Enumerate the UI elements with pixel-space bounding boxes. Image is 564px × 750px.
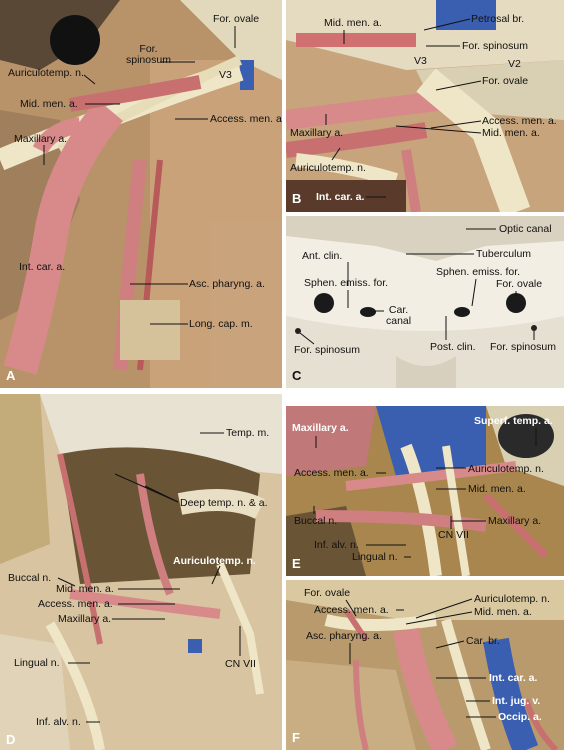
label-asc-pharyng: Asc. pharyng. a. <box>189 278 265 290</box>
panel-letter-c: C <box>292 368 302 383</box>
panel-letter-a: A <box>6 368 16 383</box>
label-car-br: Car. br. <box>466 635 500 647</box>
label-v2: V2 <box>508 58 521 70</box>
label-int-car: Int. car. a. <box>316 191 365 203</box>
panel-c: Optic canal Ant. clin. Tuberculum Sphen.… <box>286 216 564 388</box>
label-tuberculum: Tuberculum <box>476 248 532 260</box>
label-auriculotemp: Auriculotemp. n. <box>290 162 366 174</box>
label-cn-vii: CN VII <box>225 658 256 670</box>
panel-letter-d: D <box>6 732 16 747</box>
panel-b: Mid. men. a. Petrosal br. For. spinosum … <box>286 0 564 212</box>
label-lingual: Lingual n. <box>14 657 60 669</box>
panel-d: Temp. m. Deep temp. n. & a. Auriculotemp… <box>0 394 282 750</box>
label-asc-pharyng: Asc. pharyng. a. <box>306 630 382 642</box>
label-deep-temp: Deep temp. n. & a. <box>180 497 268 509</box>
label-for-spinosum: For. spinosum <box>462 40 528 52</box>
label-auriculotemp: Auriculotemp. n. <box>8 67 84 79</box>
label-mid-men: Mid. men. a. <box>56 583 114 595</box>
label-mid-men-bottom: Mid. men. a. <box>482 127 540 139</box>
label-for-ovale: For. ovale <box>213 13 260 25</box>
label-occip: Occip. a. <box>498 711 542 723</box>
label-access-men: Access. men. a. <box>210 113 282 125</box>
label-lingual: Lingual n. <box>352 551 398 563</box>
label-auriculotemp: Auriculotemp. n. <box>468 463 544 475</box>
label-mid-men: Mid. men. a. <box>474 606 532 618</box>
label-int-car: Int. car. a. <box>19 261 66 273</box>
label-access-men: Access. men. a. <box>482 115 557 127</box>
label-access-men: Access. men. a. <box>314 604 389 616</box>
panel-letter-e: E <box>292 556 301 571</box>
panel-a-photo <box>0 0 282 388</box>
label-mid-men: Mid. men. a. <box>20 98 78 110</box>
panel-f-photo <box>286 580 564 750</box>
label-optic-canal: Optic canal <box>499 223 552 235</box>
label-for-ovale: For. ovale <box>496 278 543 290</box>
label-v3: V3 <box>219 69 232 81</box>
panel-c-photo <box>286 216 564 388</box>
label-maxillary: Maxillary a. <box>14 133 68 145</box>
panel-b-photo <box>286 0 564 212</box>
panel-e-photo <box>286 406 564 576</box>
panel-e: Maxillary a. Superf. temp. a. Access. me… <box>286 406 564 576</box>
label-petrosal-br: Petrosal br. <box>471 13 525 25</box>
label-for-spinosum-left: For. spinosum <box>294 344 360 356</box>
label-maxillary: Maxillary a. <box>290 127 344 139</box>
label-buccal: Buccal n. <box>294 515 338 527</box>
label-sphen-emiss-left: Sphen. emiss. for. <box>304 277 389 289</box>
label-access-men: Access. men. a. <box>294 467 369 479</box>
label-for-ovale: For. ovale <box>304 587 351 599</box>
panel-letter-f: F <box>292 730 300 745</box>
label-buccal: Buccal n. <box>8 572 52 584</box>
label-cn-vii: CN VII <box>438 529 469 541</box>
label-ant-clin: Ant. clin. <box>302 250 343 262</box>
panel-a: For. ovale For. spinosum Auriculotemp. n… <box>0 0 282 388</box>
label-maxillary: Maxillary a. <box>488 515 542 527</box>
label-access-men: Access. men. a. <box>38 598 113 610</box>
label-mid-men: Mid. men. a. <box>468 483 526 495</box>
label-int-car: Int. car. a. <box>489 672 538 684</box>
label-for-spinosum-right: For. spinosum <box>490 341 556 353</box>
panel-letter-b: B <box>292 191 302 206</box>
label-superf-temp: Superf. temp. a. <box>474 415 553 427</box>
label-for-spinosum: For. spinosum <box>126 43 171 66</box>
label-auriculotemp: Auriculotemp. n. <box>474 593 550 605</box>
label-temp-m: Temp. m. <box>226 427 270 439</box>
label-maxillary-top: Maxillary a. <box>292 422 349 434</box>
label-int-jug: Int. jug. v. <box>492 695 541 707</box>
label-v3: V3 <box>414 55 427 67</box>
label-auriculotemp: Auriculotemp. n. <box>173 555 256 567</box>
label-car-canal: Car. canal <box>386 304 412 327</box>
label-inf-alv: Inf. alv. n. <box>36 716 81 728</box>
label-maxillary: Maxillary a. <box>58 613 112 625</box>
label-sphen-emiss-right: Sphen. emiss. for. <box>436 266 521 278</box>
label-inf-alv: Inf. alv. n. <box>314 539 359 551</box>
label-mid-men-top: Mid. men. a. <box>324 17 382 29</box>
label-post-clin: Post. clin. <box>430 341 476 353</box>
label-for-ovale: For. ovale <box>482 75 529 87</box>
panel-d-photo <box>0 394 282 750</box>
panel-f: For. ovale Auriculotemp. n. Access. men.… <box>286 580 564 750</box>
label-long-cap: Long. cap. m. <box>189 318 253 330</box>
